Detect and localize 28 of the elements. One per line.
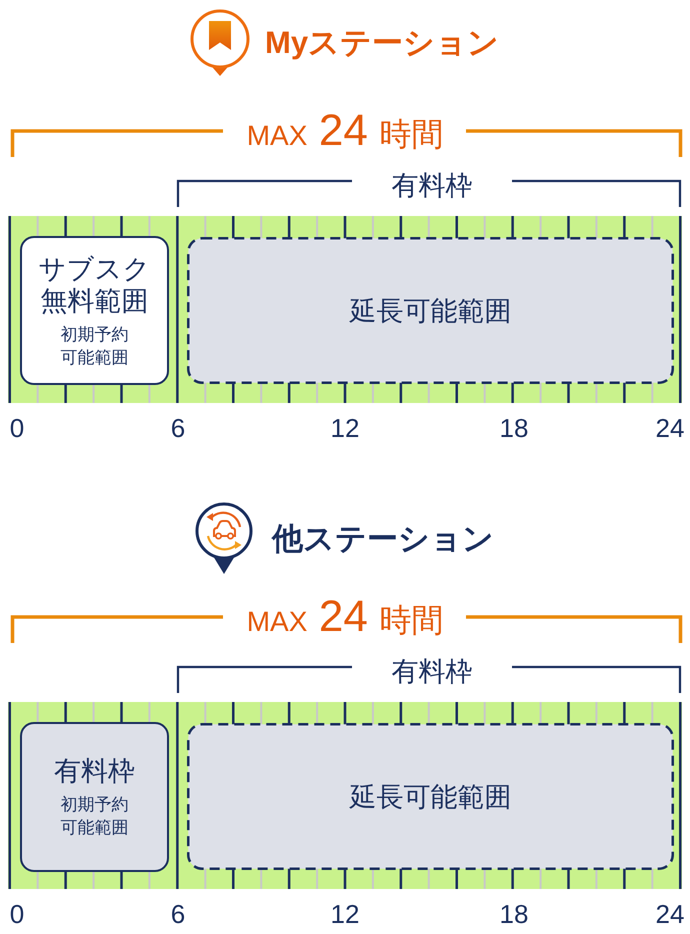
bracket-label: MAX 24 時間 (246, 106, 444, 156)
range-note: 初期予約可能範囲 (59, 794, 130, 839)
axis-label: 6 (170, 900, 186, 930)
bracket-label: 有料枠 (392, 170, 472, 202)
axis-label: 18 (500, 414, 528, 444)
range-label: サブスク無料範囲 (38, 252, 152, 316)
bracket-label: 有料枠 (392, 656, 472, 688)
axis-label: 18 (500, 900, 528, 930)
timeline-band (8, 702, 682, 889)
range-label: 有料枠 (54, 755, 135, 787)
timeline-band (8, 216, 682, 403)
axis-label: 24 (656, 414, 684, 444)
dashed-box (187, 237, 674, 384)
section-heading: 他ステーション (272, 521, 494, 557)
axis-label: 12 (330, 900, 360, 930)
axis-label: 12 (330, 414, 360, 444)
rounded-box (20, 722, 169, 872)
axis-label: 24 (656, 900, 684, 930)
axis-label: 0 (10, 414, 24, 444)
axis-label: 0 (10, 900, 24, 930)
section-heading: Myステーション (265, 25, 500, 61)
range-note: 初期予約可能範囲 (59, 324, 130, 368)
range-label: 延長可能範囲 (350, 780, 512, 812)
dashed-box (187, 723, 674, 870)
axis-label: 6 (170, 414, 186, 444)
rounded-box (20, 236, 169, 385)
range-label: 延長可能範囲 (350, 294, 512, 326)
bracket-label: MAX 24 時間 (246, 592, 444, 642)
